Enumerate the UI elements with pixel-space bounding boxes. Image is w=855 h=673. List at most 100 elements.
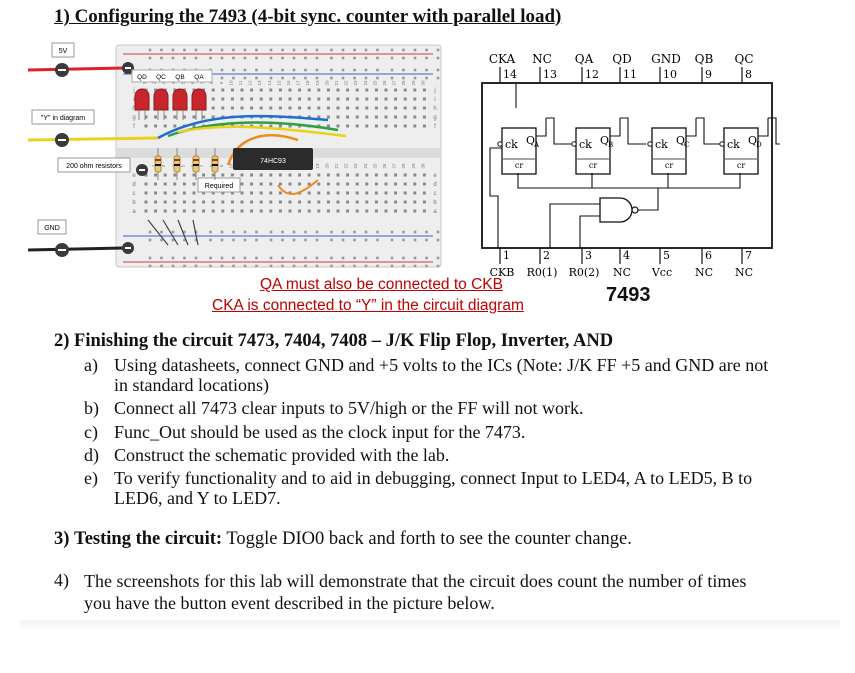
breadboard-hole [384,209,388,213]
breadboard-hole [278,173,282,177]
breadboard-hole [355,200,359,204]
breadboard-hole [317,191,321,195]
pin-name: CKA [489,52,516,66]
probe-gnd-rail [122,242,134,254]
rail-hole [183,264,186,268]
breadboard-hole [240,88,244,92]
ic-clear-bus [489,83,741,248]
rail-hole [364,230,368,234]
breadboard-hole [307,182,311,186]
breadboard-hole [394,115,398,119]
rail-hole [376,48,379,52]
breadboard-hole [317,182,321,186]
rail-hole [160,256,163,260]
row-letter: h [132,106,135,112]
ff-output-wire [758,118,769,137]
rail-hole [315,264,319,268]
ff-q-label: Q [600,134,609,147]
ff-q-label: Q [676,134,685,147]
rail-hole [243,264,247,268]
rail-hole [390,48,394,52]
breadboard-hole [346,115,350,119]
item-letter: e) [84,468,98,488]
column-number: 13 [257,80,262,86]
breadboard-hole [144,173,148,177]
breadboard-hole [413,115,417,119]
resistor-band [212,159,218,161]
column-number: 19 [315,80,320,86]
rail-hole [232,76,235,80]
probe-gnd [55,243,69,257]
column-number: 24 [363,163,368,169]
rail-hole [281,230,284,234]
wire-y [28,136,159,142]
breadboard-hole [202,88,206,92]
pin-name: QD [612,52,631,66]
breadboard-hole [336,200,340,204]
rail-hole [292,48,296,52]
rail-hole [304,264,307,268]
breadboard-hole [230,173,234,177]
breadboard-hole [278,124,282,128]
rail-hole [281,264,284,268]
column-number: 29 [411,163,416,169]
row-letter: c [133,191,136,197]
row-letter: g [132,115,135,121]
breadboard-hole [288,97,292,101]
rail-hole [243,68,247,72]
rail-hole [353,256,356,260]
breadboard-hole [221,173,225,177]
rail-hole [364,48,368,52]
rail-hole [330,230,333,234]
column-number: 28 [401,80,406,86]
breadboard-hole [288,200,292,204]
ff-clock-bubble [571,141,577,147]
row-letter: j [132,88,134,94]
rail-hole [341,48,345,52]
rail-hole [304,56,307,60]
rail-hole [353,68,356,72]
section4-number: 4) [54,570,69,590]
pin-number: 5 [663,249,670,262]
breadboard-hole [384,97,388,101]
breadboard-hole [288,124,292,128]
breadboard-hole [163,173,167,177]
rail-hole [341,230,345,234]
breadboard-hole [173,209,177,213]
flip-flop [501,127,537,175]
pin-name: NC [532,52,552,66]
ff-chain-wire [620,117,646,145]
rail-hole [209,230,212,234]
breadboard-hole [163,124,167,128]
breadboard-hole [365,115,369,119]
note-qa-ckb: QA must also be connected to CKB [260,276,503,293]
rail-hole [364,56,368,60]
breadboard-hole [240,209,244,213]
rail-hole [341,238,345,242]
breadboard-hole [422,191,426,195]
breadboard-hole [202,200,206,204]
breadboard-hole [326,182,330,186]
column-number: 23 [353,80,358,86]
breadboard-hole [394,124,398,128]
breadboard-hole [413,209,417,213]
breadboard-hole [413,97,417,101]
rail-hole [243,256,247,260]
ff-cr-label: cr [737,161,745,170]
breadboard-hole [211,191,215,195]
rail-hole [390,76,394,80]
ff-clock-bubble [719,141,725,147]
breadboard-hole [163,209,167,213]
row-letter: c [434,191,437,197]
breadboard-hole [422,173,426,177]
breadboard-hole [374,173,378,177]
breadboard-hole [365,182,369,186]
breadboard-hole [173,124,177,128]
rail-hole [330,68,333,72]
rail-hole [402,256,405,260]
rail-hole [292,256,296,260]
pin-name: QB [695,52,714,66]
column-number: 30 [420,163,425,169]
column-number: 25 [372,163,377,169]
